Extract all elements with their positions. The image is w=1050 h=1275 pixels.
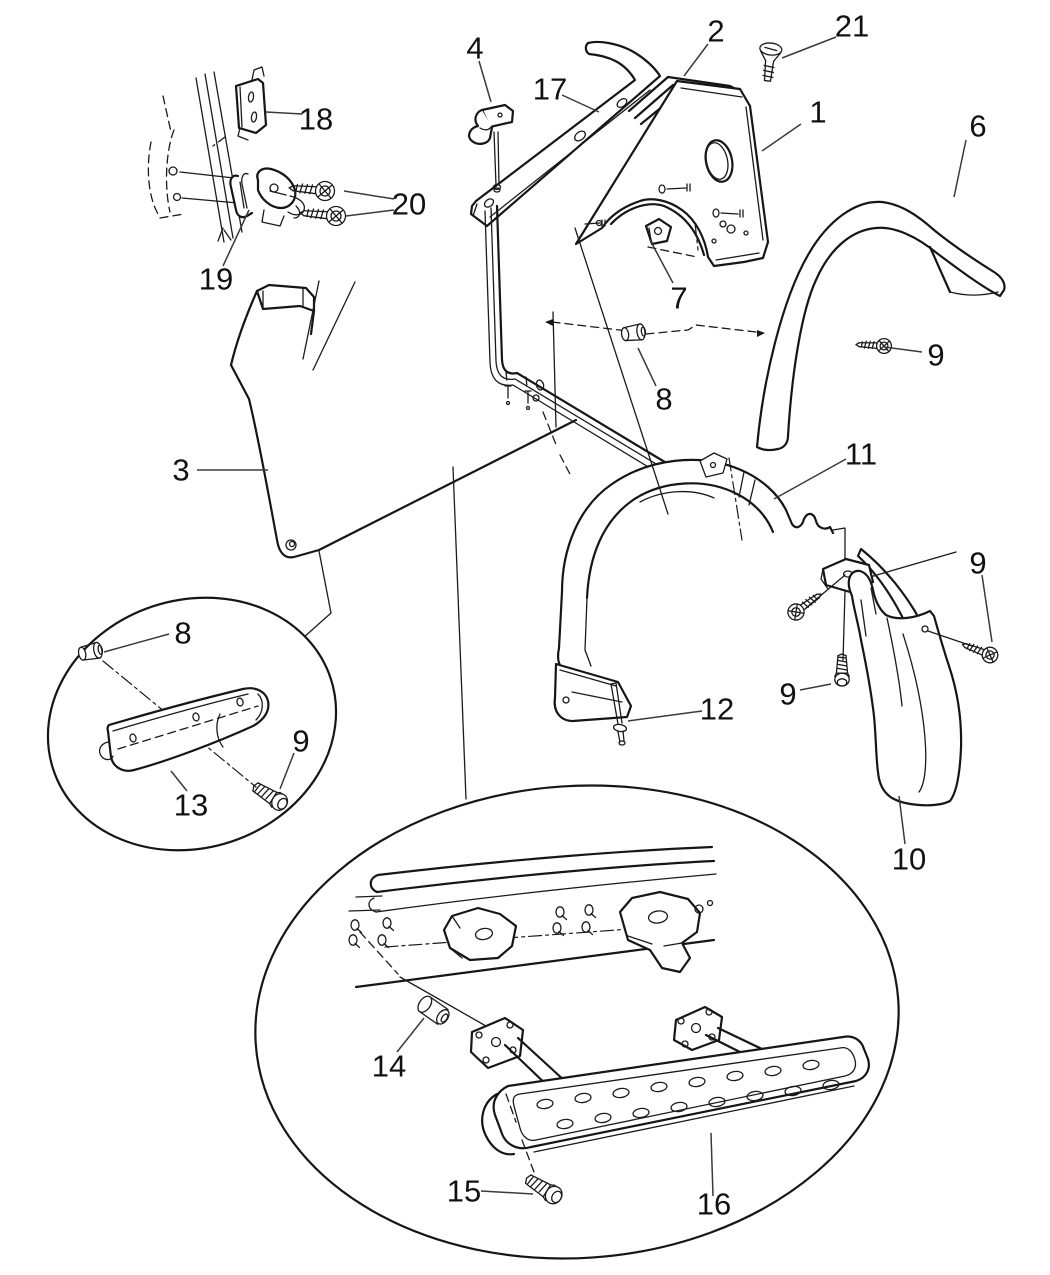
callout-18: 18 [299, 102, 333, 137]
callout-3: 3 [172, 453, 189, 488]
door-hinge [230, 169, 304, 226]
leader-line-2 [684, 44, 708, 76]
callout-16: 16 [697, 1187, 731, 1222]
callout-15: 15 [447, 1174, 481, 1209]
rail-hook-bracket [469, 105, 513, 190]
fender-flare [757, 202, 1005, 450]
leader-line-9 [884, 347, 922, 352]
leader-line-21 [782, 37, 836, 58]
body-side-panel [231, 206, 688, 557]
windshield-pillar-ghost [148, 72, 242, 242]
callout-10: 10 [892, 842, 926, 877]
leader-line-8 [104, 634, 169, 652]
leader-line-9 [800, 684, 831, 690]
leader-line-20 [346, 210, 394, 216]
leader-line-13 [171, 771, 187, 791]
callout-8: 8 [174, 616, 191, 651]
flare-screw [855, 336, 893, 355]
leader-line-6 [954, 140, 966, 197]
callout-20: 20 [392, 187, 426, 222]
callout-9: 9 [292, 724, 309, 759]
leader-line-16 [711, 1133, 713, 1196]
shield-screw-right [959, 636, 1001, 666]
leader-line-12 [628, 711, 702, 721]
callout-13: 13 [174, 788, 208, 823]
callout-4: 4 [466, 31, 483, 66]
leader-line-7 [650, 240, 673, 283]
body-plug-line [545, 319, 893, 355]
callout-7: 7 [670, 281, 687, 316]
leader-line-19 [223, 210, 249, 266]
callout-11: 11 [845, 437, 877, 472]
leader-line-9 [280, 753, 294, 789]
step-bushing [415, 994, 452, 1027]
callout-14: 14 [372, 1049, 406, 1084]
inset-side-step [239, 764, 914, 1275]
leader-line-8 [638, 348, 656, 386]
body-plug [619, 322, 648, 344]
callout-17: 17 [533, 72, 567, 107]
cowl-side-panel [576, 81, 768, 266]
callout-21: 21 [835, 9, 869, 44]
windshield-screw [757, 42, 783, 82]
leader-line-15 [481, 1191, 533, 1194]
leader-line-1 [762, 124, 801, 151]
door-check-bracket [236, 67, 266, 140]
windshield-rail [471, 42, 660, 226]
leader-line-20 [344, 191, 394, 199]
inset-sill-trim [15, 561, 369, 887]
callout-12: 12 [700, 692, 734, 727]
callout-9: 9 [779, 677, 796, 712]
leader-line-10 [899, 796, 905, 844]
splash-shield [784, 571, 1001, 805]
callout-1: 1 [809, 95, 826, 130]
callout-9: 9 [969, 546, 986, 581]
step-perforations [536, 1059, 839, 1129]
leader-line-4 [479, 61, 491, 102]
leader-line-18 [266, 112, 302, 114]
leader-line-11 [774, 459, 846, 499]
hinge-screws [287, 177, 347, 227]
shield-screw-left [784, 586, 827, 624]
callout-19: 19 [199, 262, 233, 297]
push-pin [611, 683, 627, 745]
shield-bolt-bottom [834, 653, 850, 687]
callout-9: 9 [927, 338, 944, 373]
fender-liner [555, 453, 833, 721]
callout-8: 8 [655, 382, 672, 417]
leader-line-9 [982, 575, 992, 642]
callout-6: 6 [969, 109, 986, 144]
callout-2: 2 [707, 14, 724, 49]
leader-line-14 [397, 1018, 424, 1052]
leader-line-17 [562, 95, 599, 112]
